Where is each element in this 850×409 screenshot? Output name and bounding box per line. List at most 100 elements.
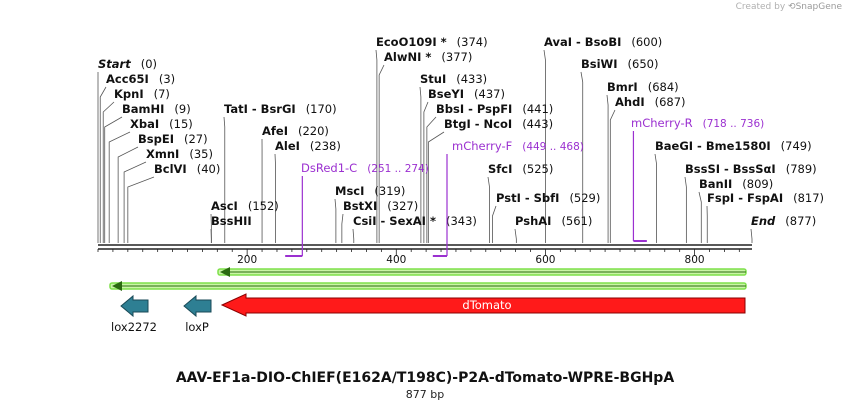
credit-prefix: Created by	[735, 2, 786, 12]
site-leader-line	[127, 176, 155, 243]
restriction-site-label[interactable]: XbaI(15)	[130, 117, 193, 131]
site-name: BaeGI - Bme1580I	[655, 139, 771, 153]
restriction-site-label[interactable]: BsiWI(650)	[581, 57, 658, 71]
restriction-site-label[interactable]: BtgI - NcoI(443)	[444, 117, 553, 131]
dtomato-feature-arrow[interactable]	[220, 293, 746, 317]
restriction-site-label[interactable]: BanII(809)	[699, 177, 773, 191]
site-position: (7)	[154, 87, 170, 101]
site-position: (529)	[569, 191, 600, 205]
site-position: (437)	[474, 87, 505, 101]
site-leader-line	[341, 213, 344, 243]
restriction-site-label[interactable]: BspEI (27)	[138, 132, 208, 146]
restriction-site-label[interactable]: Start (0)	[98, 57, 157, 71]
site-name: SfcI	[488, 162, 512, 176]
site-leader-line	[698, 191, 702, 243]
site-position: (441)	[522, 102, 553, 116]
site-name: Start	[98, 57, 131, 71]
site-position: (27)	[184, 132, 208, 146]
site-position: (809)	[742, 177, 773, 191]
site-name: BamHI	[122, 102, 164, 116]
restriction-site-label[interactable]: CsiI - SexAI *(343)	[353, 214, 477, 228]
site-position: (600)	[631, 35, 662, 49]
lox2272-feature-arrow[interactable]	[120, 294, 149, 318]
site-name: TatI - BsrGI	[224, 102, 296, 116]
site-name: BseYI	[428, 87, 464, 101]
restriction-site-label[interactable]: EcoO109I *(374)	[376, 35, 488, 49]
restriction-site-label[interactable]: BclVI(40)	[154, 162, 220, 176]
primer-label[interactable]: DsRed1-C(251 .. 274)	[301, 161, 429, 175]
loxp-label: loxP	[185, 320, 209, 334]
restriction-site-label[interactable]: PshAI(561)	[515, 214, 592, 228]
site-leader-line	[514, 228, 517, 243]
site-name: MscI	[335, 184, 364, 198]
site-name: PshAI	[515, 214, 551, 228]
site-leader-line	[102, 101, 115, 243]
restriction-site-label[interactable]: End(877)	[751, 214, 816, 228]
restriction-site-label[interactable]: BssSI - BssSαI(789)	[685, 162, 817, 176]
restriction-site-label[interactable]: AlwNI *(377)	[384, 50, 472, 64]
site-name: AhdI	[615, 95, 645, 109]
site-leader-line	[223, 116, 226, 243]
site-position: (377)	[441, 50, 472, 64]
restriction-site-label[interactable]: AhdI(687)	[615, 95, 686, 109]
restriction-site-label[interactable]: AleI(238)	[275, 139, 341, 153]
restriction-site-label[interactable]: BamHI (9)	[122, 102, 191, 116]
site-name: AfeI	[262, 124, 288, 138]
features: dTomato lox2272 loxP	[111, 293, 746, 334]
restriction-site-label[interactable]: XmnI(35)	[146, 147, 213, 161]
restriction-site-label[interactable]: Acc65I(3)	[106, 72, 175, 86]
ruler-tick-label: 600	[535, 254, 555, 266]
site-position: (749)	[781, 139, 812, 153]
restriction-site-label[interactable]: BbsI - PspFI (441)	[436, 102, 553, 116]
site-leader-line	[117, 146, 139, 243]
site-position: (433)	[456, 72, 487, 86]
site-leader-line	[104, 116, 123, 243]
site-position: (238)	[310, 139, 341, 153]
site-name: BbsI - PspFI	[436, 102, 512, 116]
snapgene-logo-icon: ⟲	[788, 2, 796, 12]
site-position: (817)	[793, 191, 824, 205]
sequence-backbone	[98, 244, 752, 250]
site-position: (684)	[648, 80, 679, 94]
restriction-site-label[interactable]: BstXI(327)	[343, 199, 418, 213]
restriction-site-label[interactable]: BaeGI - Bme1580I (749)	[655, 139, 812, 153]
site-name: BssSI - BssSαI	[685, 162, 776, 176]
restriction-site-label[interactable]: AscI(152)	[211, 199, 279, 213]
site-leader-line	[543, 49, 546, 243]
site-leader-line	[427, 131, 445, 243]
restriction-site-label[interactable]: StuI(433)	[420, 72, 487, 86]
restriction-site-label[interactable]: TatI - BsrGI(170)	[224, 102, 337, 116]
sequence-length: 877 bp	[405, 388, 445, 401]
site-position: (443)	[522, 117, 553, 131]
site-leader-line	[375, 49, 378, 243]
site-position: (374)	[457, 35, 488, 49]
site-position: (525)	[522, 162, 553, 176]
restriction-site-label[interactable]: AvaI - BsoBI(600)	[544, 35, 662, 49]
dtomato-label: dTomato	[462, 298, 511, 312]
credit-brand: SnapGene	[795, 2, 842, 12]
site-leader-line	[580, 71, 584, 243]
restriction-site-label[interactable]: BseYI (437)	[428, 87, 505, 101]
snapgene-credit: Created by ⟲SnapGene	[736, 2, 842, 12]
restriction-site-label[interactable]: SfcI (525)	[488, 162, 553, 176]
loxp-feature-arrow[interactable]	[183, 294, 212, 318]
site-name: BmrI	[607, 80, 638, 94]
site-leader-line	[606, 94, 609, 243]
restriction-site-label[interactable]: AfeI(220)	[262, 124, 329, 138]
restriction-site-label[interactable]: BssHII	[211, 214, 252, 228]
site-lines	[97, 49, 753, 243]
restriction-site-label[interactable]: FspI - FspAI(817)	[707, 191, 824, 205]
restriction-site-label[interactable]: MscI(319)	[335, 184, 405, 198]
site-leader-line	[426, 116, 437, 243]
restriction-site-label[interactable]: KpnI(7)	[114, 87, 170, 101]
restriction-site-label[interactable]: PstI - SbfI(529)	[496, 191, 600, 205]
primer-label[interactable]: mCherry-R(718 .. 736)	[631, 116, 764, 130]
site-position: (9)	[174, 102, 190, 116]
site-name: BspEI	[138, 132, 174, 146]
site-position: (0)	[141, 57, 157, 71]
plasmid-linear-map: Start (0)Acc65I(3)KpnI(7)BamHI (9)XbaI(15)…	[97, 35, 824, 334]
site-leader-line	[609, 109, 616, 243]
primer-label[interactable]: mCherry-F(449 .. 468)	[452, 139, 584, 153]
restriction-site-label[interactable]: BmrI (684)	[607, 80, 679, 94]
